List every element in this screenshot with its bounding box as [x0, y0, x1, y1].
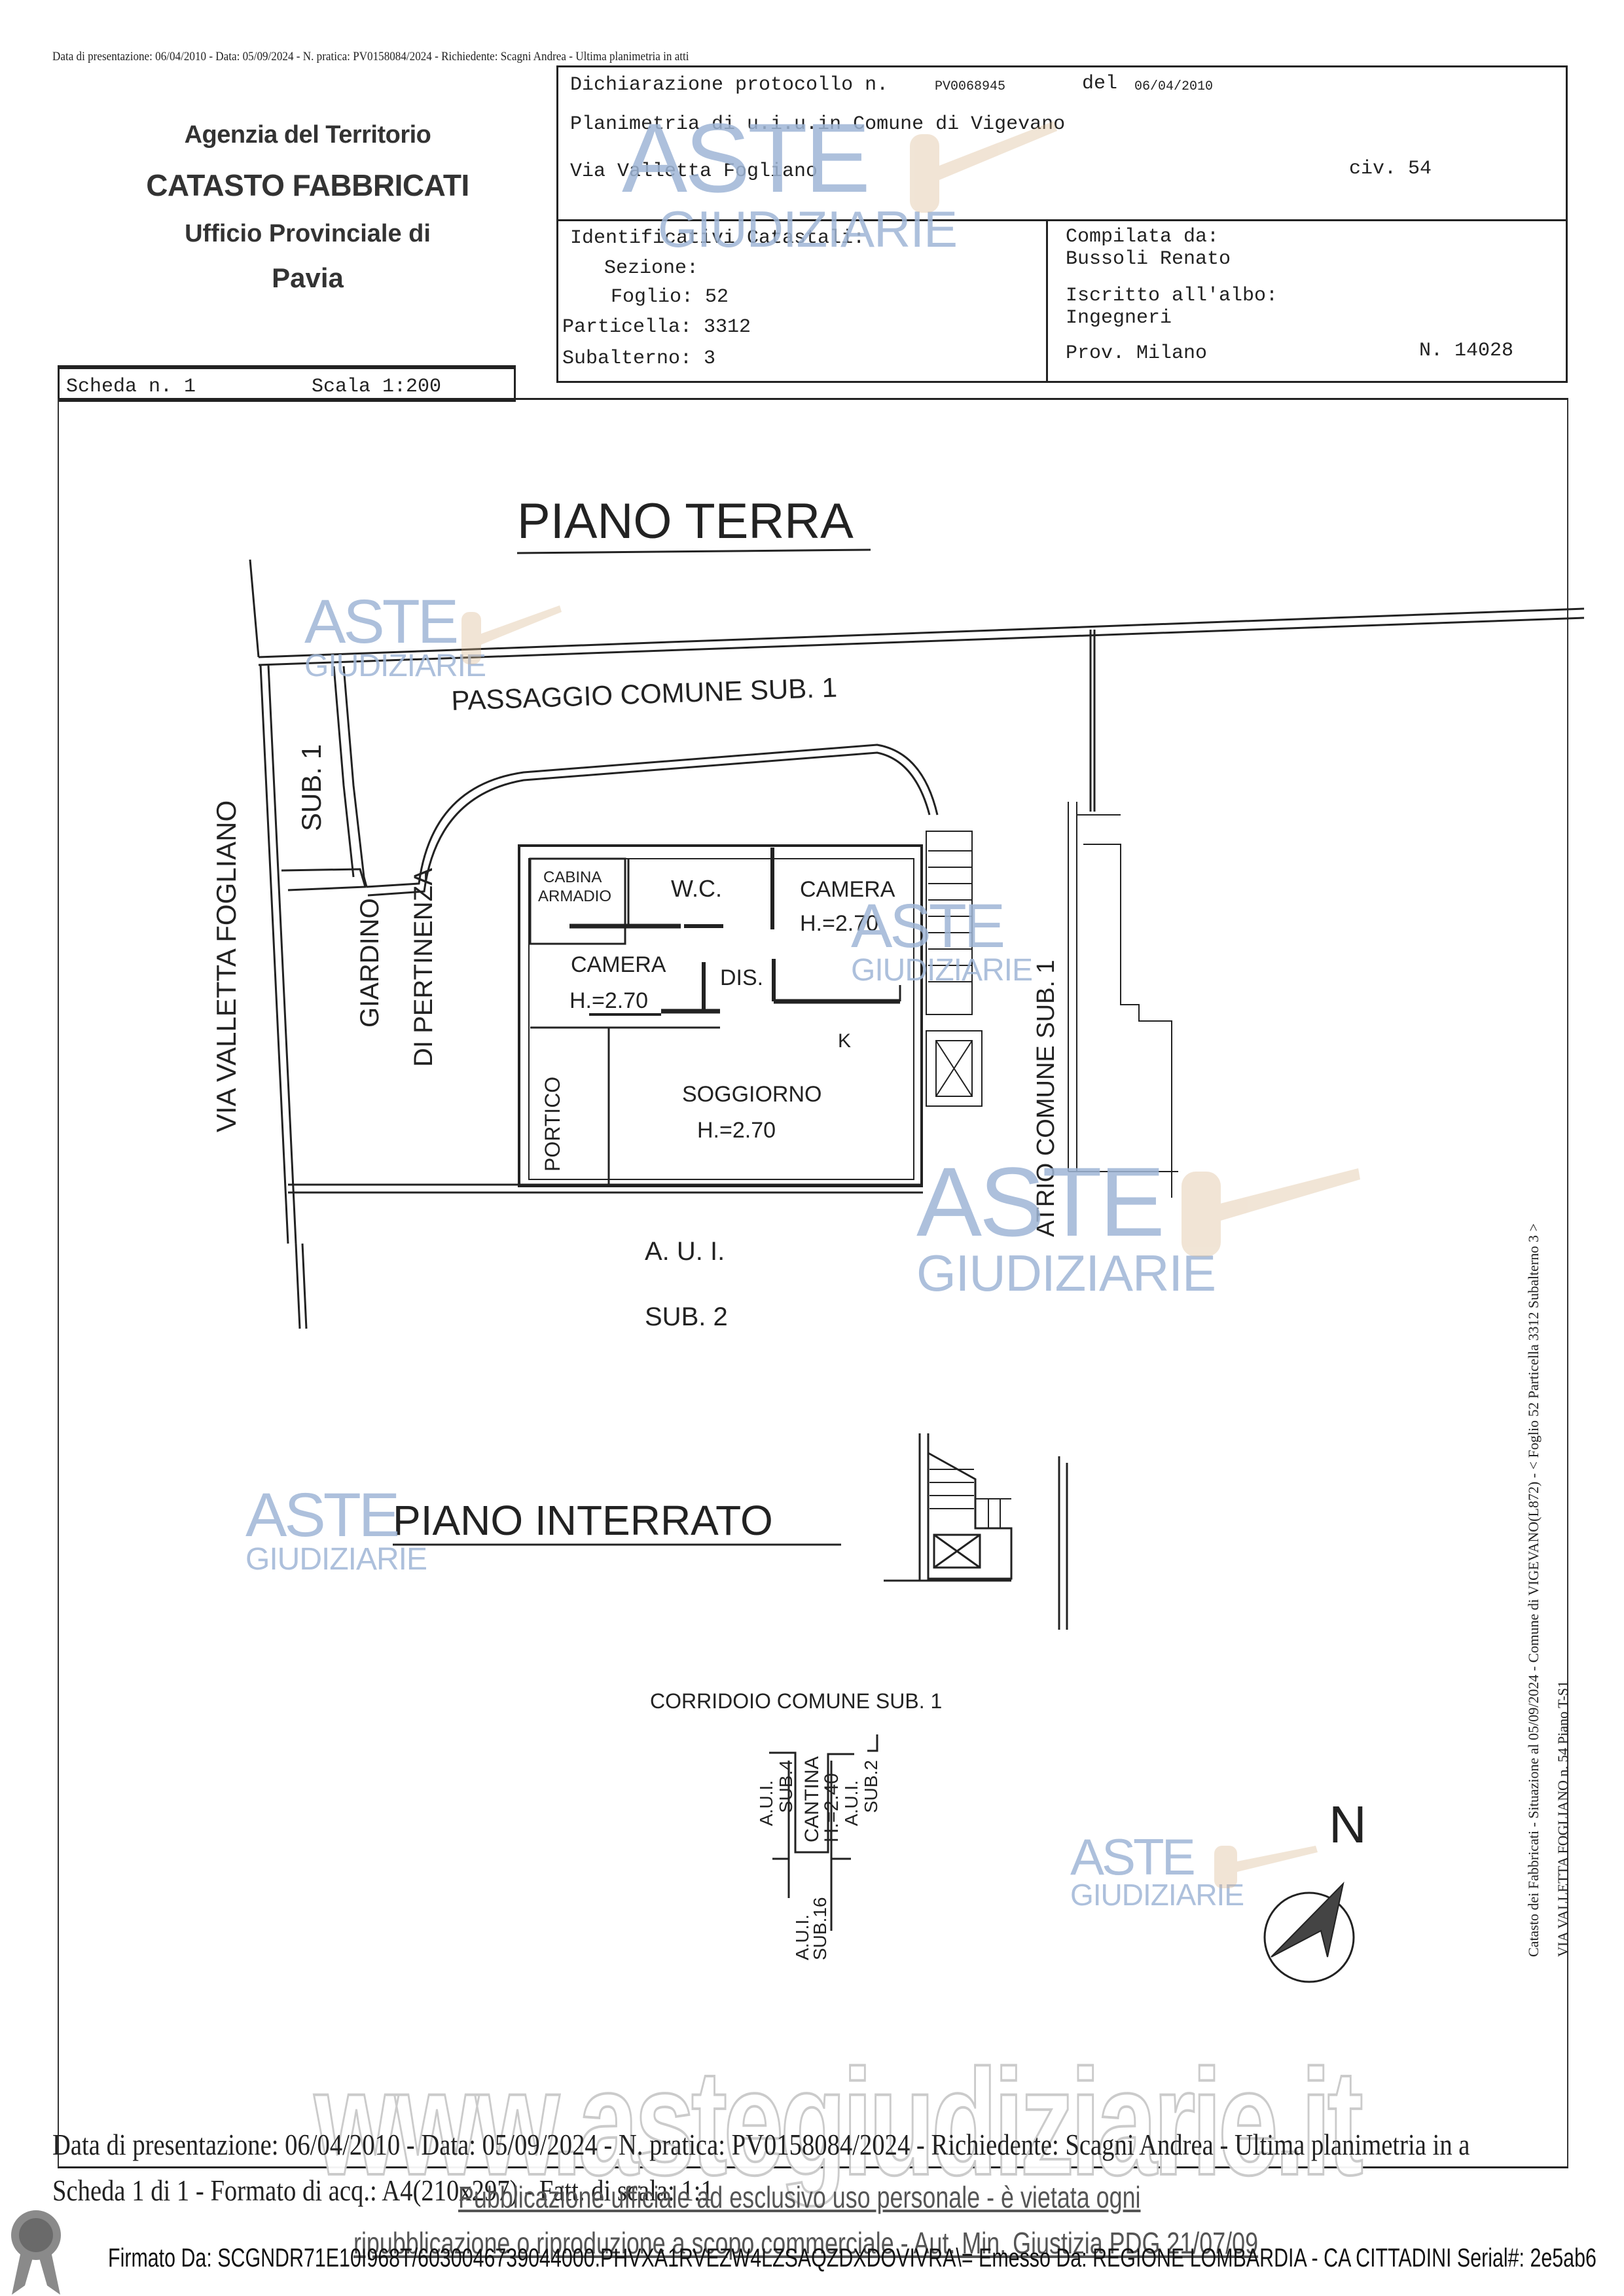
publication-notice-2: ripubblicazione o riproduzione a scopo c…: [353, 2226, 1259, 2260]
plan-labels: PIANO TERRA PASSAGGIO COMUNE SUB. 1 SUB.…: [211, 493, 1367, 1960]
compiled-by-label: Compilata da:: [1066, 226, 1219, 248]
garden-label-2: DI PERTINENZA: [409, 868, 438, 1067]
side-text-line2: VIA VALLETTA FOGLIANO n. 54 Piano T-S1: [1555, 1680, 1571, 1957]
boundary-line: [258, 617, 1585, 666]
sub2-label: SUB. 2: [645, 1302, 728, 1331]
planimetria-text: Planimetria di u.i.u.in Comune di Vigeva…: [570, 113, 1066, 135]
aui-sub2-label: A.U.I.: [841, 1780, 861, 1826]
room-label: ARMADIO: [538, 888, 611, 905]
compiler-name: Bussoli Renato: [1066, 248, 1231, 270]
drawing-frame: [58, 398, 1568, 2168]
cantina-label: CANTINA: [801, 1756, 823, 1842]
identifiers-panel: Identificativi Catastali: Sezione: Fogli…: [558, 219, 1048, 381]
boundary-line: [258, 607, 1585, 658]
north-label: N: [1329, 1795, 1367, 1854]
stair-treads: [928, 850, 972, 982]
scheda-box: Scheda n. 1 Scala 1:200: [58, 365, 516, 402]
compiler-panel: Compilata da: Bussoli Renato Iscritto al…: [1046, 219, 1566, 381]
north-arrow-icon: [1263, 1881, 1355, 1983]
corridoio-label: CORRIDOIO COMUNE SUB. 1: [650, 1689, 942, 1713]
basement-walls: [393, 1433, 1068, 1931]
header-presentation-strip: Data di presentazione: 06/04/2010 - Data…: [52, 50, 689, 63]
digital-signature: Firmato Da: SCGNDR71E10I968T/60300467390…: [108, 2244, 1597, 2272]
protocol-number: PV0068945: [935, 79, 1006, 94]
aui-label: A. U. I.: [645, 1237, 725, 1266]
address-text: Via Valletta Fogliano: [570, 160, 818, 183]
registration-number: N. 14028: [1419, 340, 1514, 362]
aui-sub4-label-2: SUB.4: [776, 1760, 796, 1813]
side-text-line1: Catasto dei Fabbricati - Situazione al 0…: [1525, 1223, 1542, 1957]
boundary-line: [249, 559, 260, 658]
aui-sub16-label: A.U.I.: [792, 1914, 812, 1960]
room-label: W.C.: [671, 875, 722, 902]
ground-floor-title: PIANO TERRA: [517, 493, 854, 549]
cantina-height: H.=2.40: [821, 1773, 842, 1842]
aui-sub16-label-2: SUB.16: [810, 1897, 830, 1961]
sub1-label: SUB. 1: [296, 744, 327, 831]
province-value: Prov. Milano: [1066, 342, 1208, 365]
agency-block: Agenzia del Territorio CATASTO FABBRICAT…: [105, 121, 511, 294]
room-label: CAMERA: [800, 877, 895, 902]
garden-label: GIARDINO: [355, 898, 384, 1028]
aui-sub2-label-2: SUB.2: [861, 1760, 881, 1813]
room-height: H.=2.70: [697, 1118, 776, 1143]
room-label: SOGGIORNO: [682, 1082, 821, 1107]
aui-sub4-label: A.U.I.: [756, 1780, 776, 1826]
catasto-title: CATASTO FABBRICATI: [146, 168, 469, 202]
albo-value: Ingegneri: [1066, 307, 1172, 329]
room-label: CABINA: [543, 869, 602, 886]
office-label: Ufficio Provinciale di: [185, 220, 431, 247]
room-label: PORTICO: [541, 1077, 564, 1172]
publication-notice-1: Pubblicazione ufficiale ad esclusivo uso…: [458, 2180, 1141, 2214]
scale-value: Scala 1:200: [312, 376, 442, 398]
side-text: Catasto dei Fabbricati - Situazione al 0…: [1506, 1223, 1578, 1957]
subalterno-value: Subalterno: 3: [562, 348, 716, 370]
declaration-box: Dichiarazione protocollo n. PV0068945 de…: [556, 65, 1568, 383]
province-name: Pavia: [272, 262, 344, 293]
civic-number: civ. 54: [1349, 158, 1432, 180]
site-watermark: www.astegiudiziarie.it: [314, 2037, 1365, 2208]
scheda-number: Scheda n. 1: [66, 376, 196, 398]
street-label: VIA VALLETTA FOGLIANO: [211, 800, 242, 1132]
particella-value: Particella: 3312: [562, 316, 751, 338]
footer-line-2: Scheda 1 di 1 - Formato di acq.: A4(210x…: [52, 2174, 713, 2207]
sezione-label: Sezione:: [604, 257, 699, 279]
footer-line-1: Data di presentazione: 06/04/2010 - Data…: [52, 2128, 1470, 2161]
west-wall: [259, 664, 297, 1244]
atrio-label: ATRIO COMUNE SUB. 1: [1032, 960, 1060, 1237]
passaggio-label: PASSAGGIO COMUNE SUB. 1: [451, 672, 838, 716]
garden-curve: [366, 744, 939, 888]
identifiers-title: Identificativi Catastali:: [570, 227, 865, 249]
albo-label: Iscritto all'albo:: [1066, 285, 1278, 307]
basement-title: PIANO INTERRATO: [393, 1497, 773, 1544]
protocol-label: Dichiarazione protocollo n.: [570, 74, 889, 96]
room-label: CAMERA: [571, 952, 666, 977]
room-height: H.=2.70: [800, 911, 878, 936]
agency-name: Agenzia del Territorio: [184, 121, 431, 149]
title-underline: [516, 548, 871, 554]
declaration-top: Dichiarazione protocollo n. PV0068945 de…: [558, 67, 1566, 221]
del-label: del: [1082, 73, 1118, 95]
room-label: DIS.: [720, 965, 763, 990]
seal-ribbon-icon: [11, 2210, 61, 2295]
declaration-date: 06/04/2010: [1134, 79, 1214, 94]
room-height: H.=2.70: [569, 988, 648, 1013]
sub1-wall: [333, 666, 368, 888]
room-label: K: [838, 1030, 851, 1052]
apartment-walls: [518, 802, 1178, 1198]
foglio-value: Foglio: 52: [611, 286, 729, 308]
